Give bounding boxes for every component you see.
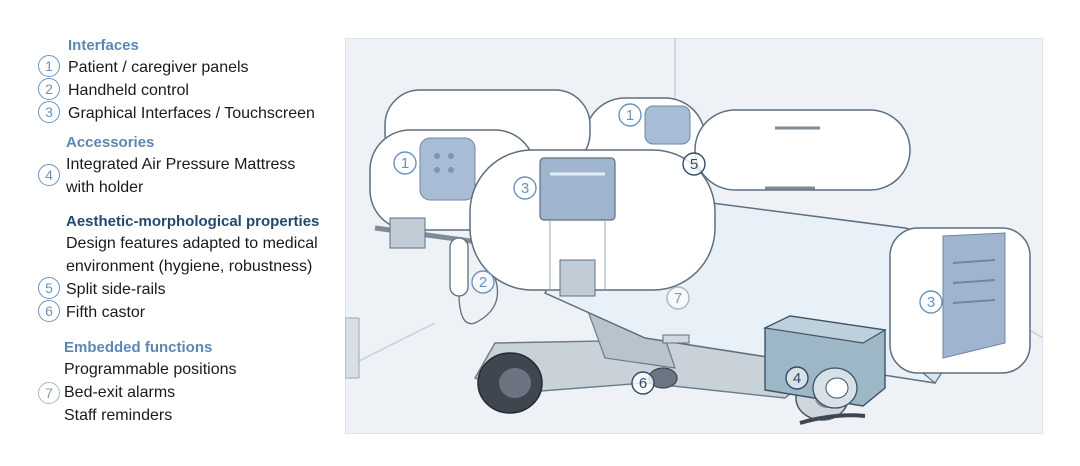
callout-1-near-panel: 1 — [393, 151, 417, 175]
legend-embedded-line3: Staff reminders — [64, 407, 173, 424]
callout-4-pump: 4 — [785, 366, 809, 390]
legend: Interfaces 1 Patient / caregiver panels … — [0, 0, 350, 466]
svg-text:3: 3 — [927, 294, 935, 311]
callout-number-3: 3 — [38, 101, 60, 123]
aesthetic-heading: Aesthetic-morphological properties — [66, 213, 320, 230]
legend-item-fifth-castor: Fifth castor — [66, 304, 146, 321]
brake-pedal — [662, 334, 690, 344]
callout-number-4: 4 — [38, 164, 60, 186]
legend-embedded-line1: Programmable positions — [64, 361, 237, 378]
near-side-rail-foot — [469, 149, 716, 297]
legend-item-handheld-control: Handheld control — [68, 82, 189, 99]
svg-text:3: 3 — [521, 180, 529, 197]
callout-7-embedded: 7 — [666, 286, 690, 310]
handheld-control — [449, 237, 499, 325]
castor-wheel-left — [477, 352, 543, 414]
legend-item-patient-caregiver-panels: Patient / caregiver panels — [68, 59, 249, 76]
legend-embedded-line2: Bed-exit alarms — [64, 384, 176, 401]
legend-aesthetic-line1: Design features adapted to medical — [66, 235, 318, 252]
svg-text:2: 2 — [479, 274, 487, 291]
svg-text:6: 6 — [639, 375, 647, 392]
callout-number-5: 5 — [38, 277, 60, 299]
legend-item-air-mattress-line1: Integrated Air Pressure Mattress — [66, 156, 296, 173]
callout-number-2: 2 — [38, 78, 60, 100]
callout-6-fifth-castor: 6 — [631, 371, 655, 395]
callout-1-far-panel: 1 — [618, 103, 642, 127]
svg-text:5: 5 — [690, 156, 698, 173]
legend-item-split-side-rails: Split side-rails — [66, 281, 166, 298]
callout-2-handheld: 2 — [471, 270, 495, 294]
floor-line-left — [345, 322, 436, 369]
callout-3-side-touchscreen: 3 — [513, 176, 537, 200]
svg-text:1: 1 — [401, 155, 409, 172]
svg-text:1: 1 — [626, 107, 634, 124]
svg-text:7: 7 — [674, 290, 682, 307]
foot-board — [889, 227, 1031, 374]
legend-aesthetic-line2: environment (hygiene, robustness) — [66, 258, 313, 275]
legend-item-graphical-interfaces: Graphical Interfaces / Touchscreen — [68, 105, 315, 122]
interfaces-heading: Interfaces — [68, 37, 139, 54]
hospital-bed-illustration: 1 1 2 3 3 4 5 6 — [345, 38, 1043, 434]
callout-number-6: 6 — [38, 300, 60, 322]
svg-text:4: 4 — [793, 370, 801, 387]
accessories-heading: Accessories — [66, 134, 155, 151]
hospital-bed-drawing: 1 1 2 3 3 4 5 6 — [345, 38, 1043, 434]
embedded-heading: Embedded functions — [64, 339, 213, 356]
legend-item-air-mattress-line2: with holder — [66, 179, 144, 196]
callout-number-7: 7 — [38, 382, 60, 404]
far-side-rail-foot — [694, 109, 911, 191]
callout-5-split-rails: 5 — [682, 152, 706, 176]
callout-3-footboard: 3 — [919, 290, 943, 314]
touchscreen-panel — [539, 157, 616, 221]
callout-number-1: 1 — [38, 55, 60, 77]
